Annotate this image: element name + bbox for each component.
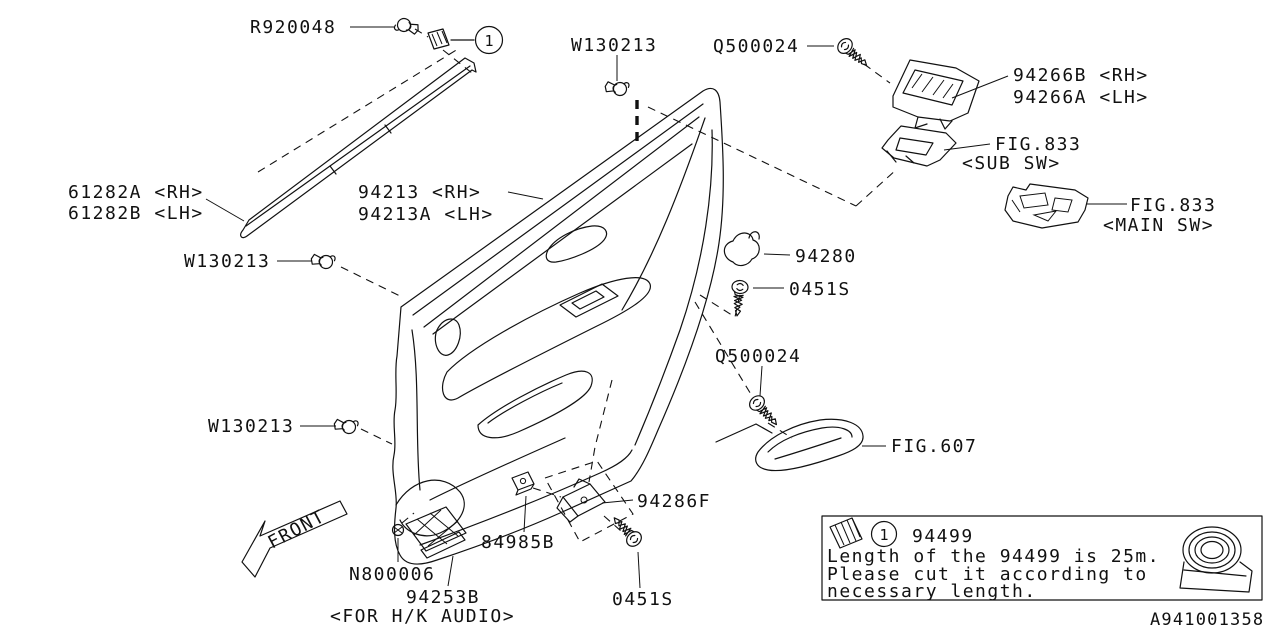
- part-label-94286f: 94286F: [637, 491, 711, 512]
- part-label-61282b-lh: 61282B <LH>: [68, 203, 204, 224]
- part-labels: R920048 W130213 Q500024 94266B <RH> 9426…: [68, 17, 1216, 627]
- note-line-2: Please cut it according to: [827, 564, 1148, 585]
- part-label-61282a-rh: 61282A <RH>: [68, 182, 204, 203]
- construction-lines: [340, 63, 898, 543]
- part-label-w130213-top: W130213: [571, 35, 657, 56]
- note-part-number: 94499: [912, 526, 974, 547]
- note-line-3: necessary length.: [827, 581, 1037, 602]
- part-label-for-hk-audio: <FOR H/K AUDIO>: [330, 606, 515, 627]
- part-label-94253b: 94253B: [406, 587, 480, 608]
- part-label-fig833-main: FIG.833: [1130, 195, 1216, 216]
- part-label-q500024-lower: Q500024: [715, 346, 801, 367]
- front-label: FRONT: [264, 506, 328, 554]
- part-label-94213a-lh: 94213A <LH>: [358, 204, 494, 225]
- main-switch-panel-drawing: [1004, 183, 1089, 229]
- door-trim-panel-drawing: [392, 87, 724, 565]
- part-label-94266b-rh: 94266B <RH>: [1013, 65, 1149, 86]
- vent-grille-94266-drawing: [892, 59, 980, 130]
- part-label-main-sw: <MAIN SW>: [1103, 215, 1214, 236]
- part-label-0451s-lower: 0451S: [612, 589, 674, 610]
- note-line-1: Length of the 94499 is 25m.: [827, 546, 1160, 567]
- part-label-w130213-mid: W130213: [184, 251, 270, 272]
- callout-1-marker: 1: [393, 15, 504, 74]
- part-label-n800006: N800006: [349, 564, 435, 585]
- part-label-84985b: 84985B: [481, 532, 555, 553]
- part-label-sub-sw: <SUB SW>: [962, 153, 1061, 174]
- part-label-r920048: R920048: [250, 17, 336, 38]
- fastener-icons: [309, 35, 873, 559]
- part-label-w130213-low: W130213: [208, 416, 294, 437]
- diagram-id: A941001358: [1150, 610, 1264, 630]
- front-direction-arrow: FRONT: [241, 500, 348, 578]
- pull-handle-fig607-drawing: [715, 418, 864, 472]
- part-label-94213-rh: 94213 <RH>: [358, 182, 481, 203]
- weatherstrip-drawing: [240, 48, 477, 239]
- note-callout-number: 1: [879, 526, 888, 544]
- part-label-94280: 94280: [795, 246, 857, 267]
- callout-1-number: 1: [484, 32, 493, 50]
- part-label-fig607: FIG.607: [891, 436, 977, 457]
- part-label-0451s-upper: 0451S: [789, 279, 851, 300]
- sub-switch-bezel-drawing: [881, 125, 957, 167]
- tape-roll-drawing: [1179, 526, 1253, 593]
- leader-lines: [205, 26, 1127, 589]
- part-label-q500024-top: Q500024: [713, 36, 799, 57]
- part-label-94266a-lh: 94266A <LH>: [1013, 87, 1149, 108]
- note-box: 1 94499 Length of the 94499 is 25m. Plea…: [821, 515, 1263, 602]
- part-label-fig833-sub: FIG.833: [995, 134, 1081, 155]
